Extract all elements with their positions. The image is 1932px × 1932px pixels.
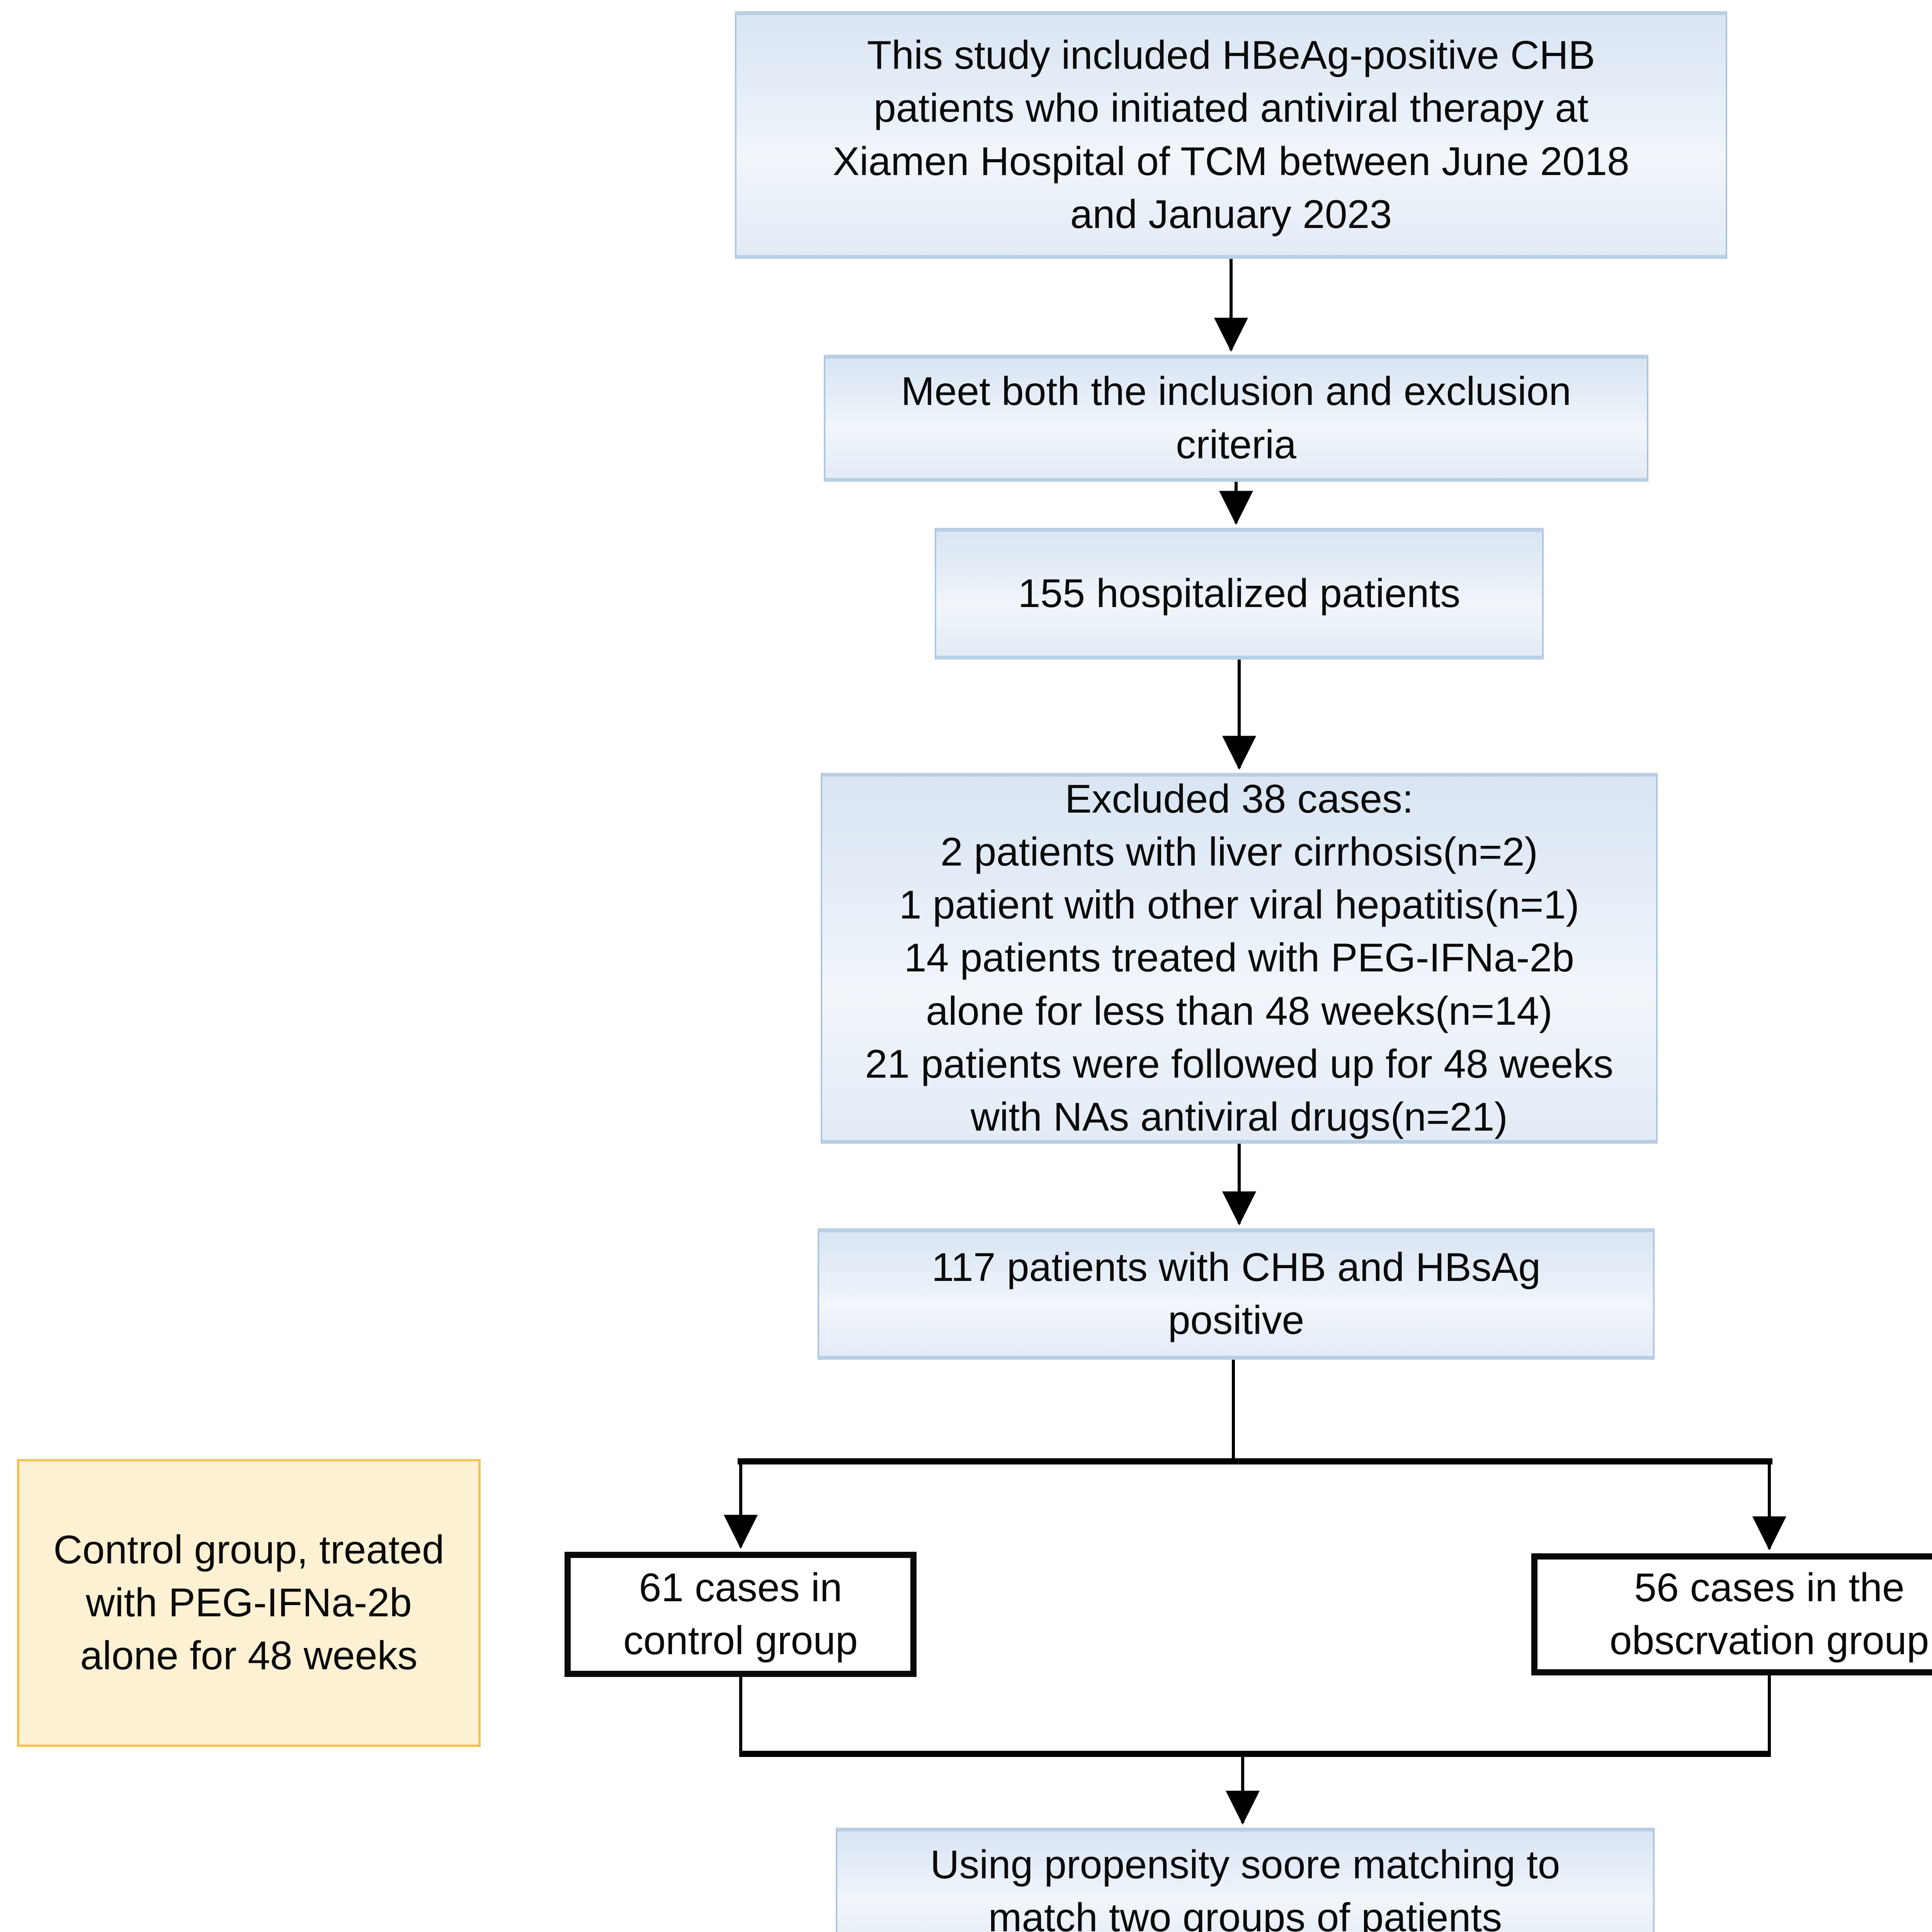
node-propensity-score-matching: Using propensity soore matching to match…	[836, 1828, 1655, 1932]
node-61-cases-control: 61 cases in control group	[565, 1552, 917, 1677]
node-inclusion-exclusion-criteria: Meet both the inclusion and exclusion cr…	[824, 355, 1648, 482]
node-56-cases-observation: 56 cases in the obscrvation group	[1531, 1553, 1932, 1675]
node-155-hospitalized: 155 hospitalized patients	[935, 528, 1544, 660]
node-117-patients: 117 patients with CHB and HBsAg positive	[818, 1228, 1655, 1360]
node-study-population: This study included HBeAg-positive CHB p…	[735, 11, 1727, 259]
node-excluded-38-cases: Excluded 38 cases: 2 patients with liver…	[821, 773, 1658, 1144]
note-control-group: Control group, treated with PEG-IFNa-2b …	[17, 1459, 481, 1747]
